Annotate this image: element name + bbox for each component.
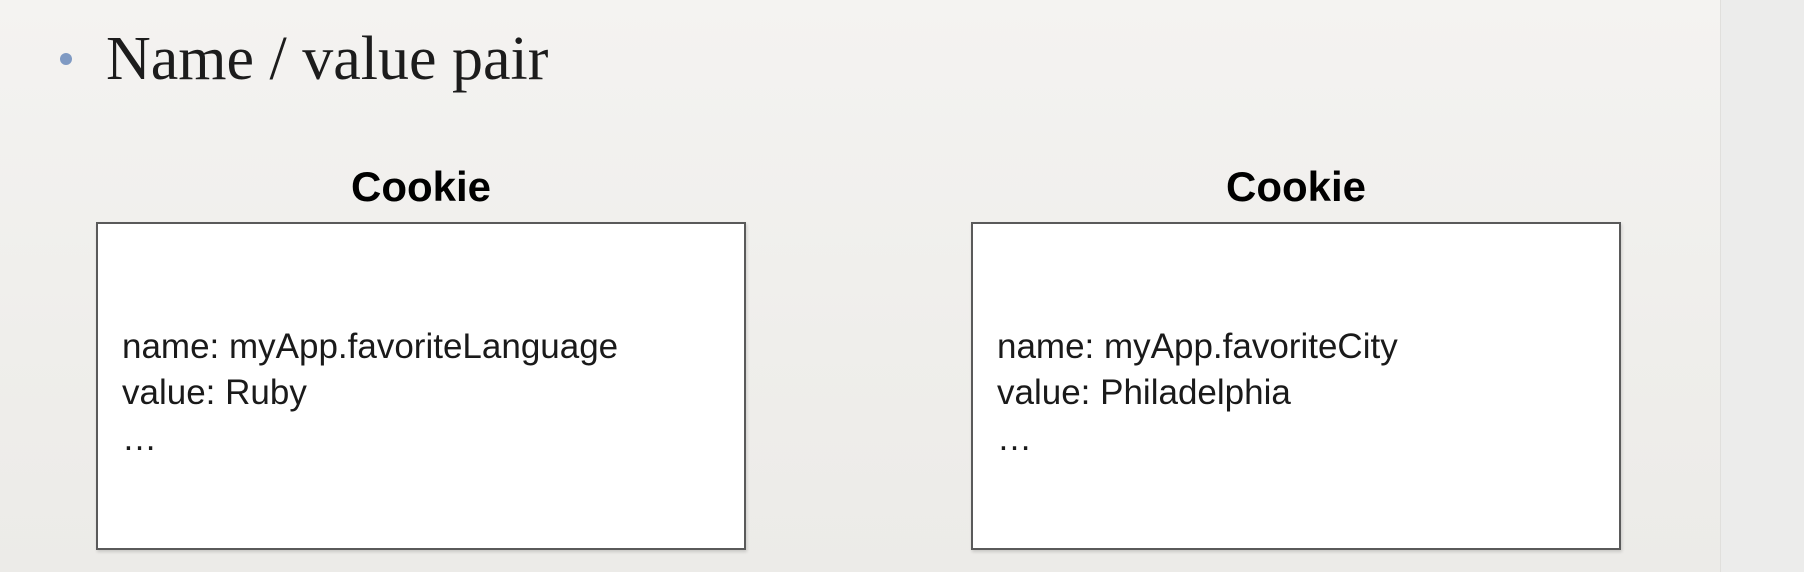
side-panel xyxy=(1720,0,1804,572)
cookie-diagram-left: Cookie name: myApp.favoriteLanguage valu… xyxy=(96,163,746,550)
cookie-box: name: myApp.favoriteCity value: Philadel… xyxy=(971,222,1621,550)
cookie-content: name: myApp.favoriteLanguage value: Ruby… xyxy=(122,324,618,462)
bullet-item: Name / value pair xyxy=(60,28,548,90)
cookie-box: name: myApp.favoriteLanguage value: Ruby… xyxy=(96,222,746,550)
cookie-name-line: name: myApp.favoriteCity xyxy=(997,327,1398,366)
bullet-text: Name / value pair xyxy=(106,25,549,93)
cookie-title: Cookie xyxy=(1225,163,1367,210)
cookie-value-line: value: Philadelphia xyxy=(997,373,1291,412)
cookie-value-line: value: Ruby xyxy=(122,373,307,412)
cookie-ellipsis: … xyxy=(997,419,1032,458)
cookie-diagram-right: Cookie name: myApp.favoriteCity value: P… xyxy=(971,163,1621,550)
slide-canvas: Name / value pair Cookie name: myApp.fav… xyxy=(0,0,1720,572)
bullet-dot-icon xyxy=(60,53,72,65)
cookie-title: Cookie xyxy=(350,163,492,210)
cookie-ellipsis: … xyxy=(122,419,157,458)
cookie-name-line: name: myApp.favoriteLanguage xyxy=(122,327,619,366)
cookie-content: name: myApp.favoriteCity value: Philadel… xyxy=(997,324,1398,462)
